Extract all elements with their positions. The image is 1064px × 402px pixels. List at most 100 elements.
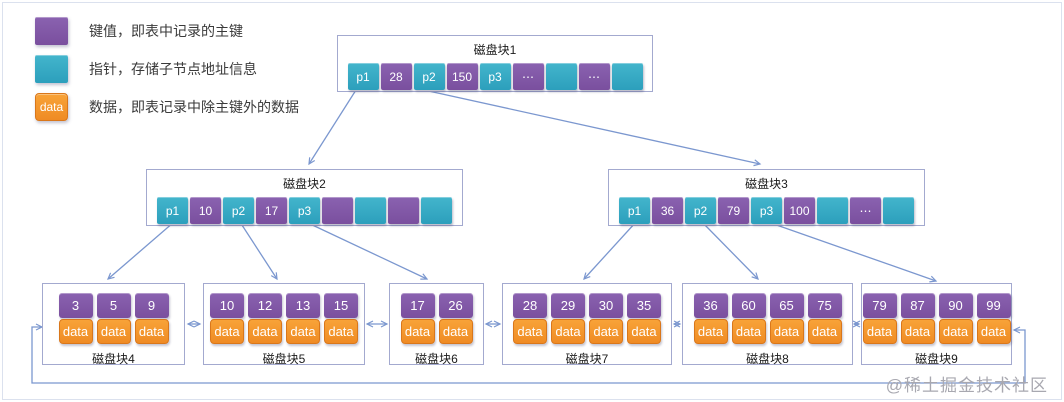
key-cell: 99 [976, 293, 1011, 318]
node-title: 磁盘块2 [283, 177, 326, 191]
pointer-cell: p2 [223, 197, 254, 224]
arrow-block3-to-block7 [583, 221, 637, 280]
legend: 键值，即表中记录的主键 指针，存储子节点地址信息 data 数据，即表记录中除主… [35, 17, 299, 131]
key-cell: 90 [938, 293, 973, 318]
pointer-cell [817, 197, 848, 224]
pointer-cell: p2 [685, 197, 716, 224]
data-cell: data [627, 319, 661, 344]
pointer-cell [545, 63, 577, 90]
data-cell: data [693, 319, 728, 344]
key-cell: 3 [58, 293, 93, 318]
key-cell: 26 [438, 293, 473, 318]
pointer-cell: p3 [751, 197, 782, 224]
pointer-cell [355, 197, 386, 224]
pointer-cell: p3 [479, 63, 511, 90]
legend-pointer-label: 指针，存储子节点地址信息 [89, 61, 257, 77]
data-cell: data [248, 319, 282, 344]
key-cell: 13 [286, 293, 320, 318]
node-title: 磁盘块8 [746, 352, 789, 366]
data-cell: data [938, 319, 973, 344]
data-cell: data [513, 319, 547, 344]
pointer-cell: p2 [413, 63, 445, 90]
key-cell: 12 [248, 293, 282, 318]
data-cell: data [862, 319, 897, 344]
data-cell: data [731, 319, 766, 344]
watermark: @稀土掘金技术社区 [885, 376, 1048, 395]
key-cell: 29 [551, 293, 585, 318]
node-title: 磁盘块3 [745, 177, 788, 191]
node-title: 磁盘块7 [565, 352, 609, 366]
pointer-cell [611, 63, 643, 90]
arrow-block3-to-block8 [701, 221, 759, 280]
data-cell: data [976, 319, 1011, 344]
arrow-block3-to-block9 [767, 221, 938, 283]
pointer-cell: p3 [289, 197, 320, 224]
key-cell: 28 [513, 293, 547, 318]
pointer-cell [421, 197, 452, 224]
data-cell: data [286, 319, 320, 344]
data-cell: data [769, 319, 804, 344]
data-cell: data [900, 319, 935, 344]
key-cell: 36 [693, 293, 728, 318]
arrow-root-to-block3 [423, 89, 762, 167]
data-cell: data [324, 319, 358, 344]
key-cell: 28 [380, 63, 412, 90]
node-title: 磁盘块9 [915, 352, 958, 366]
key-cell: 87 [900, 293, 935, 318]
key-cell: 5 [96, 293, 131, 318]
pointer-cell: p1 [157, 197, 188, 224]
key-cell: 100 [784, 197, 815, 224]
data-cell: data [551, 319, 585, 344]
key-cell: 36 [652, 197, 683, 224]
node-title: 磁盘块5 [262, 352, 306, 366]
node-title: 磁盘块4 [92, 352, 135, 366]
key-cell [388, 197, 419, 224]
legend-key-label: 键值，即表中记录的主键 [89, 23, 243, 39]
data-cell: data [807, 319, 842, 344]
data-swatch: data [35, 93, 68, 121]
data-cell: data [400, 319, 435, 344]
data-cell: data [210, 319, 244, 344]
arrow-root-to-block2 [308, 89, 357, 166]
key-cell: ⋯ [512, 63, 544, 90]
key-cell: 17 [256, 197, 287, 224]
pointer-swatch [35, 55, 68, 83]
legend-row-key: 键值，即表中记录的主键 [35, 17, 299, 45]
key-cell [322, 197, 353, 224]
data-cell: data [589, 319, 623, 344]
